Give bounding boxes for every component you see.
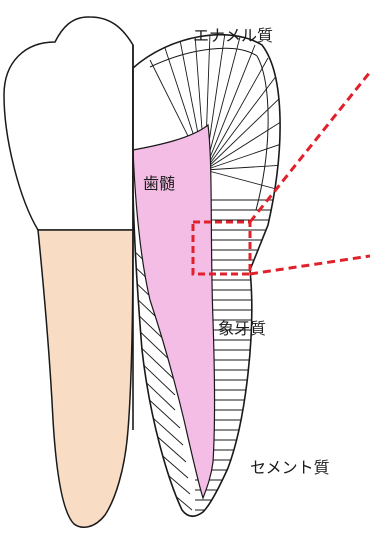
label-pulp: 歯髄: [143, 176, 175, 192]
label-enamel: エナメル質: [193, 28, 273, 44]
crown-outline: [4, 17, 133, 230]
label-dentin: 象牙質: [218, 321, 266, 337]
zoom-callout-lower: [250, 256, 370, 274]
external-root: [38, 230, 133, 527]
label-cementum: セメント質: [250, 460, 330, 476]
sectioned-tooth: [133, 33, 290, 525]
